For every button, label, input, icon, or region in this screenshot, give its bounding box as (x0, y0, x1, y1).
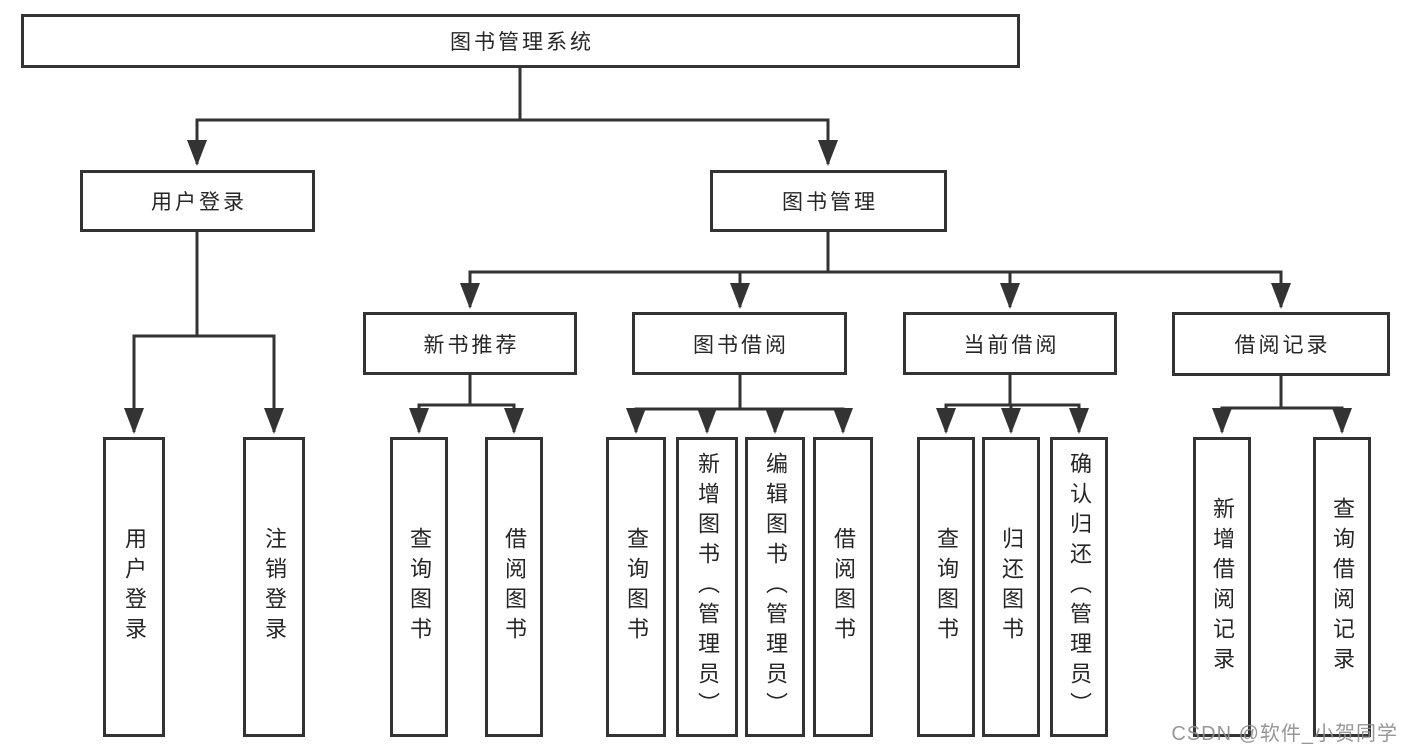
node-label: 用户登录 (151, 191, 247, 214)
node-label: 确认归还（管理员） (1067, 452, 1092, 722)
node-query-books-recommend: 查询图书 (390, 437, 448, 737)
node-confirm-return-admin: 确认归还（管理员） (1050, 437, 1108, 737)
node-book-borrowing: 图书借阅 (632, 312, 847, 375)
node-label: 当前借阅 (963, 333, 1060, 357)
node-current-borrowing: 当前借阅 (903, 312, 1117, 375)
node-label: 借阅图书 (502, 527, 527, 647)
node-query-borrow-record: 查询借阅记录 (1313, 437, 1371, 737)
watermark: CSDN @软件_小贺同学 (1171, 723, 1398, 745)
node-label: 用户登录 (122, 527, 147, 647)
node-label: 图书借阅 (693, 333, 789, 357)
node-label: 查询图书 (624, 527, 649, 647)
node-user-login: 用户登录 (80, 170, 315, 232)
node-label: 借阅记录 (1234, 334, 1331, 357)
node-add-borrow-record: 新增借阅记录 (1193, 437, 1251, 737)
node-label: 新书推荐 (423, 333, 520, 357)
node-label: 查询借阅记录 (1330, 497, 1355, 677)
node-borrowing-records: 借阅记录 (1172, 312, 1390, 376)
node-label: 编辑图书（管理员） (763, 452, 788, 722)
node-return-books: 归还图书 (982, 437, 1040, 737)
node-label: 借阅图书 (831, 527, 856, 647)
node-query-books-current: 查询图书 (917, 437, 975, 737)
node-label: 图书管理系统 (450, 31, 594, 54)
node-label: 新增图书（管理员） (695, 452, 720, 722)
node-edit-books-admin: 编辑图书（管理员） (745, 437, 805, 737)
node-library-management-system: 图书管理系统 (21, 14, 1020, 68)
node-new-book-recommend: 新书推荐 (363, 312, 577, 375)
node-leaf-logout: 注销登录 (243, 437, 305, 737)
node-label: 图书管理 (782, 191, 878, 214)
node-add-books-admin: 新增图书（管理员） (676, 437, 738, 737)
node-leaf-user-login: 用户登录 (103, 437, 165, 737)
node-label: 注销登录 (262, 527, 287, 647)
node-book-management: 图书管理 (710, 170, 947, 232)
node-label: 查询图书 (934, 527, 959, 647)
node-borrow-books-recommend: 借阅图书 (485, 437, 543, 737)
node-label: 归还图书 (999, 527, 1024, 647)
node-label: 新增借阅记录 (1210, 497, 1235, 677)
node-query-books-borrowing: 查询图书 (606, 437, 666, 737)
node-borrow-books-borrowing: 借阅图书 (813, 437, 873, 737)
node-label: 查询图书 (407, 527, 432, 647)
